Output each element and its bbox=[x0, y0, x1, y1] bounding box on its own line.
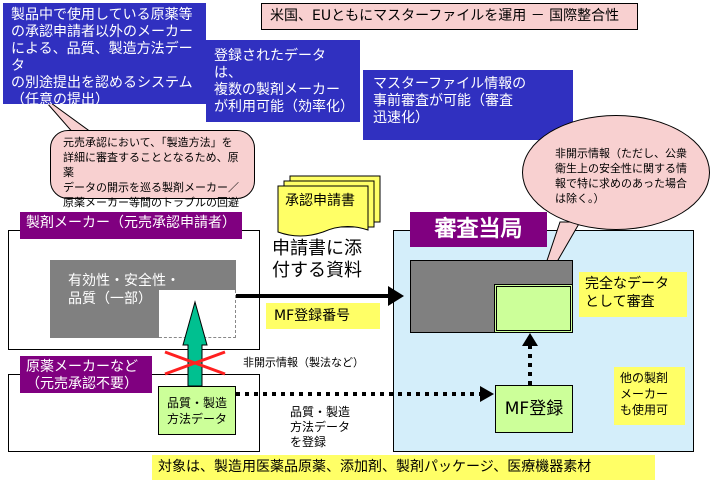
scope-banner: 対象は、製造用医薬品原薬、添加剤、製剤パッケージ、医療機器素材 bbox=[152, 455, 655, 480]
other-makers-label: 他の製剤 メーカー も使用可 bbox=[614, 367, 685, 425]
attached-materials-label: 申請書に添 付する資料 bbox=[272, 238, 362, 281]
formulation-maker-label: 製剤メーカー（元売承認申請者） bbox=[20, 212, 242, 239]
mf-number-label: MF登録番号 bbox=[266, 303, 380, 329]
system-callout: 製品中で使用している原薬等 の承認申請者以外のメーカー による、品質、製造方法デ… bbox=[3, 3, 206, 108]
complete-data-slot bbox=[494, 284, 573, 333]
nondisclosure-bubble: 非開示情報（ただし、公衆 衛生上の安全性に関する情 報で特に求めのあった場合 は… bbox=[522, 115, 710, 230]
mf-registration-box: MF登録 bbox=[495, 385, 573, 433]
doc-sheet-front bbox=[277, 185, 369, 237]
red-cross-line-2 bbox=[164, 350, 226, 376]
headline-box: 米国、EUともにマスターファイルを運用 － 国際整合性 bbox=[261, 3, 638, 30]
quality-manufacturing-data-box: 品質・製造 方法データ bbox=[158, 386, 236, 435]
mf-to-review-arrowhead bbox=[522, 333, 538, 346]
authority-label: 審査当局 bbox=[410, 212, 547, 247]
registration-arrowhead bbox=[480, 386, 494, 402]
register-data-label: 品質・製造 方法データ を登録 bbox=[290, 405, 351, 449]
trouble-avoidance-bubble: 元売承認において、「製造方法」を 詳細に審査することとなるため、原薬 データの開… bbox=[50, 130, 255, 209]
efficacy-safety-quality-box: 有効性・安全性・ 品質（一部） bbox=[50, 260, 236, 338]
submission-arrowhead bbox=[388, 286, 404, 306]
blocked-transfer-arrow bbox=[182, 300, 208, 387]
application-doc-label: 承認申請書 bbox=[285, 193, 355, 209]
api-maker-label: 原薬メーカーなど （元売承認不要） bbox=[20, 356, 152, 393]
nondisclosed-info-label: 非開示情報（製法など） bbox=[243, 356, 364, 369]
efficiency-callout: 登録されたデータは、 複数の製剤メーカー が利用可能（効率化） bbox=[206, 40, 360, 122]
complete-review-label: 完全なデータ として審査 bbox=[579, 272, 687, 317]
speed-callout: マスターファイル情報の 事前審査が可能（審査 迅速化） bbox=[363, 70, 573, 140]
